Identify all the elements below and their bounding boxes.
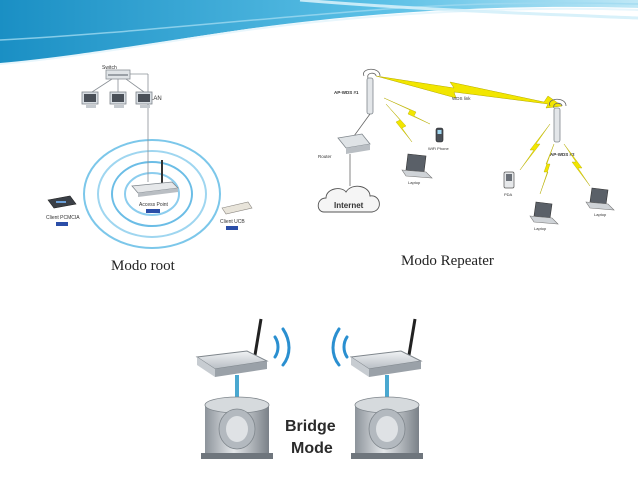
usb-adapter-icon xyxy=(221,201,253,215)
switch-icon xyxy=(105,69,131,80)
pcmcia-card-icon xyxy=(47,195,77,209)
pda-label: PDA xyxy=(504,192,513,197)
server-left-icon xyxy=(201,396,273,459)
lightning-icon xyxy=(563,143,591,187)
client-pcmcia-label: Client PCMCIA xyxy=(46,215,80,221)
wifi-phone-label: WiFi Phone xyxy=(428,146,449,151)
ap-wds2-label: AP-WDS #2 xyxy=(550,152,575,157)
laptop-icon xyxy=(529,201,559,225)
bridge-router-right-icon xyxy=(349,318,423,377)
switch-label: Switch xyxy=(102,65,117,71)
header-wave-decoration xyxy=(0,0,638,65)
laptop-label: Laptop xyxy=(594,212,607,217)
caption-root: Modo root xyxy=(111,258,175,274)
laptop-icon xyxy=(585,187,615,211)
bridge-title-line1: Bridge xyxy=(285,418,336,435)
signal-waves-icon xyxy=(331,327,349,367)
access-point-label: Access Point xyxy=(139,202,169,208)
signal-waves-icon xyxy=(273,327,291,367)
client-usb-label: Client UCB xyxy=(220,219,245,225)
lan-label: LAN xyxy=(150,96,162,102)
repeater-mode-figure: WDS link AP-WDS #1 Router In xyxy=(314,64,620,236)
caption-repeater: Modo Repeater xyxy=(401,253,494,269)
root-mode-figure: Switch LAN xyxy=(44,62,256,250)
lightning-icon xyxy=(383,97,431,125)
router-label: Router xyxy=(318,154,332,159)
bridge-mode-figure: Bridge Mode xyxy=(175,313,435,465)
bridge-router-left-icon xyxy=(195,318,269,377)
server-right-icon xyxy=(351,396,423,459)
internet-cloud-icon xyxy=(317,185,380,213)
pda-icon xyxy=(503,171,515,189)
ap-wds2-icon xyxy=(549,98,567,143)
signal-rings xyxy=(83,139,221,249)
pc-icon xyxy=(135,91,153,108)
internet-label: Internet xyxy=(334,201,364,210)
wds-link-label: WDS link xyxy=(452,96,471,101)
access-point-icon xyxy=(131,160,179,197)
pc-icon xyxy=(81,91,99,108)
laptop-label: Laptop xyxy=(408,180,421,185)
router-icon xyxy=(337,113,371,154)
pc-icon xyxy=(109,91,127,108)
wifi-phone-icon xyxy=(435,127,444,143)
lightning-icon xyxy=(539,143,555,195)
lightning-icon xyxy=(519,123,551,171)
ap-wds1-label: AP-WDS #1 xyxy=(334,90,359,95)
laptop-icon xyxy=(401,153,433,179)
bridge-title-line2: Mode xyxy=(291,440,333,457)
lightning-icon xyxy=(385,103,413,143)
laptop-label: Laptop xyxy=(534,226,547,231)
